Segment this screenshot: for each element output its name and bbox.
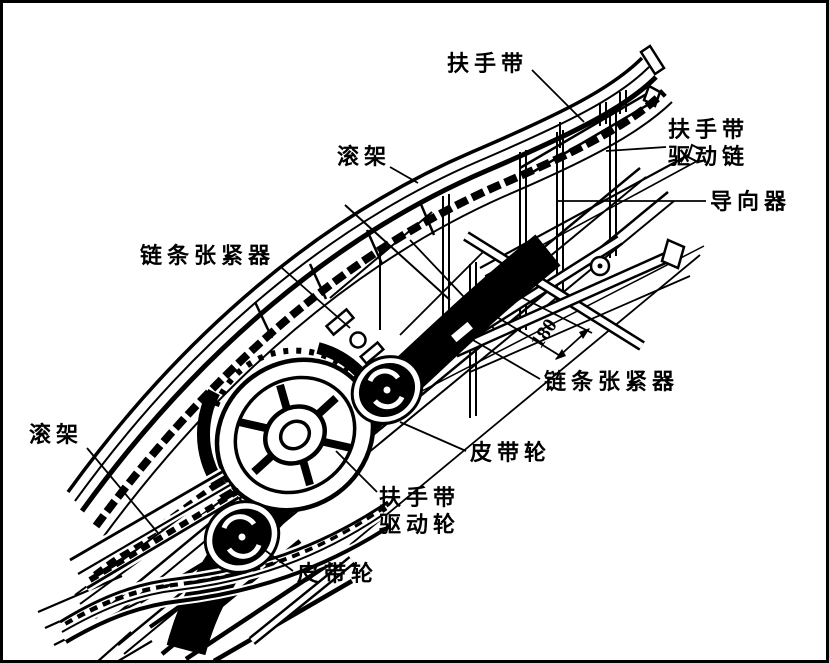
- label-belt-pulley-lower: 皮带轮: [297, 561, 379, 586]
- label-handrail-belt: 扶手带: [447, 51, 529, 76]
- label-roller-frame-upper: 滚架: [337, 144, 392, 169]
- handrail-drive-wheel-graphic: [214, 357, 376, 513]
- balustrade-posts: [253, 201, 436, 339]
- belt-pulley-upper-graphic: [350, 355, 424, 425]
- label-chain-tensioner-right: 链条张紧器: [544, 369, 680, 394]
- belt-pulley-lower-graphic: [203, 500, 281, 574]
- label-chain-tensioner-left: 链条张紧器: [140, 243, 276, 268]
- label-belt-pulley-upper: 皮带轮: [470, 440, 552, 465]
- label-guide-device: 导向器: [710, 189, 792, 214]
- leader-lines: [86, 69, 706, 572]
- label-roller-frame-lower: 滚架: [29, 422, 84, 447]
- label-handrail-drive-chain: 扶手带 驱动链: [668, 117, 750, 169]
- label-handrail-drive-wheel: 扶手带 驱动轮: [379, 485, 461, 537]
- chain-tensioner-parts: [324, 255, 611, 366]
- roller-frame-guides: [57, 468, 393, 646]
- handrail-belt-curve: [66, 44, 666, 513]
